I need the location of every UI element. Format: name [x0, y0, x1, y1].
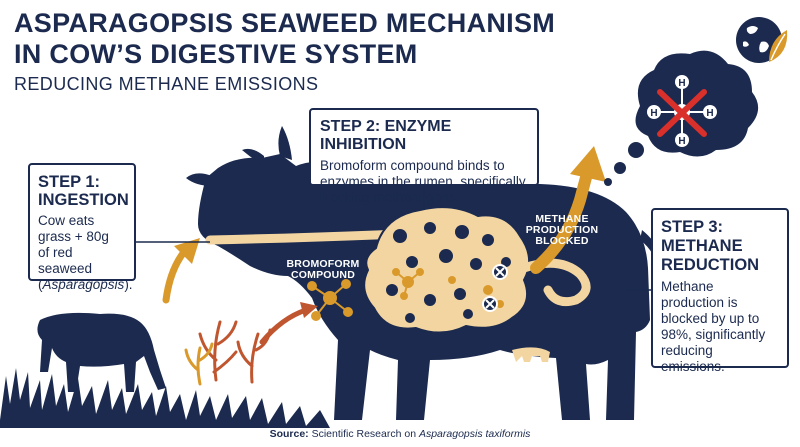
red-x-icon	[657, 89, 707, 137]
step1-close: ).	[124, 277, 133, 292]
methane-label-line-2: PRODUCTION	[525, 224, 599, 236]
step1-line-3: of red seaweed	[38, 245, 93, 276]
step3-heading-line-3: REDUCTION	[661, 256, 760, 274]
step3-line-5: reducing	[661, 343, 713, 358]
grass-icon	[0, 368, 330, 428]
step1-heading-line-2: INGESTION	[38, 191, 129, 209]
methane-molecule: H H H H C	[647, 75, 717, 147]
ingestion-arrow-icon	[162, 248, 188, 304]
atom-h-right: H	[706, 108, 713, 119]
step1-open: (	[38, 277, 43, 292]
methane-label-line-1: METHANE	[535, 213, 589, 225]
methane-label-line-3: BLOCKED	[535, 235, 589, 247]
step3-line-6: emissions.	[661, 359, 725, 374]
title-line-1: ASPARAGOPSIS SEAWEED MECHANISM	[14, 8, 556, 38]
source-species: Asparagopsis taxiformis	[418, 428, 531, 440]
step1-heading-line-1: STEP 1:	[38, 173, 101, 191]
atom-h-top: H	[678, 78, 685, 89]
page-title: ASPARAGOPSIS SEAWEED MECHANISM IN COW’S …	[14, 8, 555, 70]
methane-blocked-label: METHANE PRODUCTION BLOCKED	[522, 214, 602, 247]
step2-text: Bromoform compound binds to enzymes in t…	[320, 158, 528, 206]
step3-line-3: blocked by up to	[661, 311, 760, 326]
title-line-2: IN COW’S DIGESTIVE SYSTEM	[14, 39, 418, 69]
page-subtitle: REDUCING METHANE EMISSIONS	[14, 74, 319, 94]
step1-text: Cow eats grass + 80g of red seaweed (Asp…	[38, 213, 133, 293]
step3-text: Methane production is blocked by up to 9…	[661, 279, 779, 375]
methanogen-icons	[386, 222, 511, 323]
step1-species: Asparagopsis	[42, 277, 125, 292]
step1-box: STEP 1: INGESTION Cow eats grass + 80g o…	[28, 163, 136, 292]
seaweed-icon	[198, 320, 272, 384]
step2-heading: STEP 2: ENZYME INHIBITION	[320, 118, 452, 153]
step3-line-4: 98%, significantly	[661, 327, 766, 342]
step2-line-3: blocking methanogens.	[320, 190, 459, 205]
source-label: Source:	[269, 428, 309, 440]
bromoform-label: BROMOFORM COMPOUND	[273, 259, 373, 281]
globe-leaf-icon	[736, 17, 788, 63]
atom-h-left: H	[650, 108, 657, 119]
step3-box: STEP 3: METHANE REDUCTION Methane produc…	[651, 208, 789, 374]
small-cow-icon	[37, 312, 166, 392]
step3-heading-line-2: METHANE	[661, 237, 743, 255]
step3-heading: STEP 3: METHANE REDUCTION	[661, 218, 779, 275]
step3-line-1: Methane	[661, 279, 714, 294]
step1-line-2: grass + 80g	[38, 229, 109, 244]
blocked-x-icons	[482, 264, 508, 312]
source-note: Source: Scientific Research on Asparagop…	[0, 428, 800, 440]
step1-heading: STEP 1: INGESTION	[38, 173, 129, 209]
step1-line-1: Cow eats	[38, 213, 95, 228]
step2-line-2: enzymes in the rumen, specifically	[320, 174, 526, 189]
methane-arrow-icon	[530, 164, 594, 274]
source-text: Scientific Research on	[308, 428, 419, 440]
step3-line-2: production is	[661, 295, 738, 310]
step2-line-1: Bromoform compound binds to	[320, 158, 505, 173]
atom-h-bottom: H	[678, 136, 685, 147]
bromoform-label-line-1: BROMOFORM	[286, 258, 360, 270]
bromoform-arrow-icon	[259, 307, 309, 345]
step2-box: STEP 2: ENZYME INHIBITION Bromoform comp…	[309, 108, 539, 205]
bromoform-molecule-icon	[307, 279, 353, 321]
step3-heading-line-1: STEP 3:	[661, 218, 724, 236]
bromoform-label-line-2: COMPOUND	[290, 269, 355, 281]
